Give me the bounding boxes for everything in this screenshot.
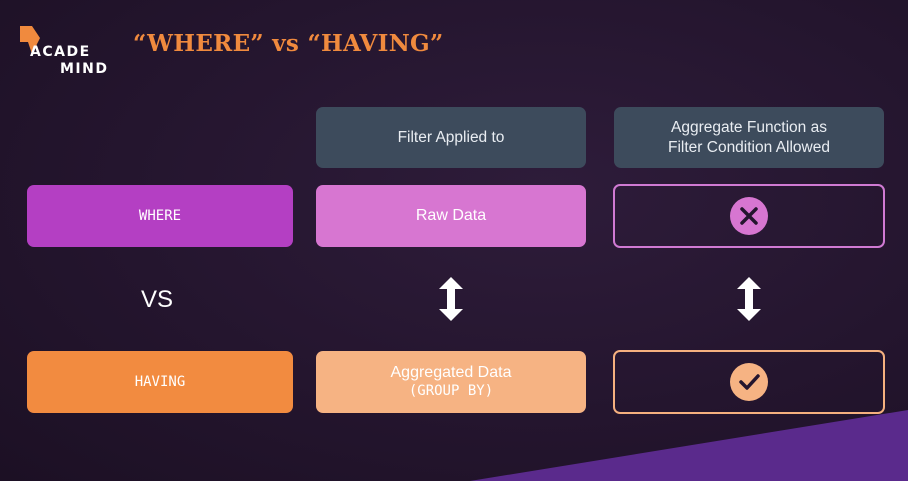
having-label-box: HAVING xyxy=(27,351,293,413)
having-label: HAVING xyxy=(134,374,186,390)
header-aggregate-allowed: Aggregate Function as Filter Condition A… xyxy=(614,107,884,168)
aggregated-data-label: Aggregated Data xyxy=(390,364,512,381)
having-aggregate-cell xyxy=(613,350,885,414)
where-label: WHERE xyxy=(138,208,182,224)
cross-icon xyxy=(730,197,768,235)
logo-line-1: ACADE xyxy=(30,44,91,60)
where-aggregate-cell xyxy=(613,184,885,248)
logo-line-2: MIND xyxy=(60,61,109,77)
raw-data-label: Raw Data xyxy=(415,207,487,224)
check-icon xyxy=(730,363,768,401)
header-filter-applied: Filter Applied to xyxy=(316,107,586,168)
group-by-label: (GROUP BY) xyxy=(408,383,494,399)
double-arrow-icon xyxy=(737,277,761,321)
header-aggregate-line-2: Filter Condition Allowed xyxy=(668,138,830,156)
header-filter-applied-label: Filter Applied to xyxy=(397,128,505,146)
header-aggregate-line-1: Aggregate Function as xyxy=(671,118,827,136)
academind-logo xyxy=(20,26,40,54)
raw-data-box: Raw Data xyxy=(316,185,586,247)
slide-title: “WHERE” vs “HAVING” xyxy=(133,30,444,57)
logo-wordmark: ACADE MIND xyxy=(30,44,108,78)
aggregated-data-box: Aggregated Data (GROUP BY) xyxy=(316,351,586,413)
double-arrow-icon xyxy=(439,277,463,321)
vs-label: VS xyxy=(141,286,174,313)
where-label-box: WHERE xyxy=(27,185,293,247)
